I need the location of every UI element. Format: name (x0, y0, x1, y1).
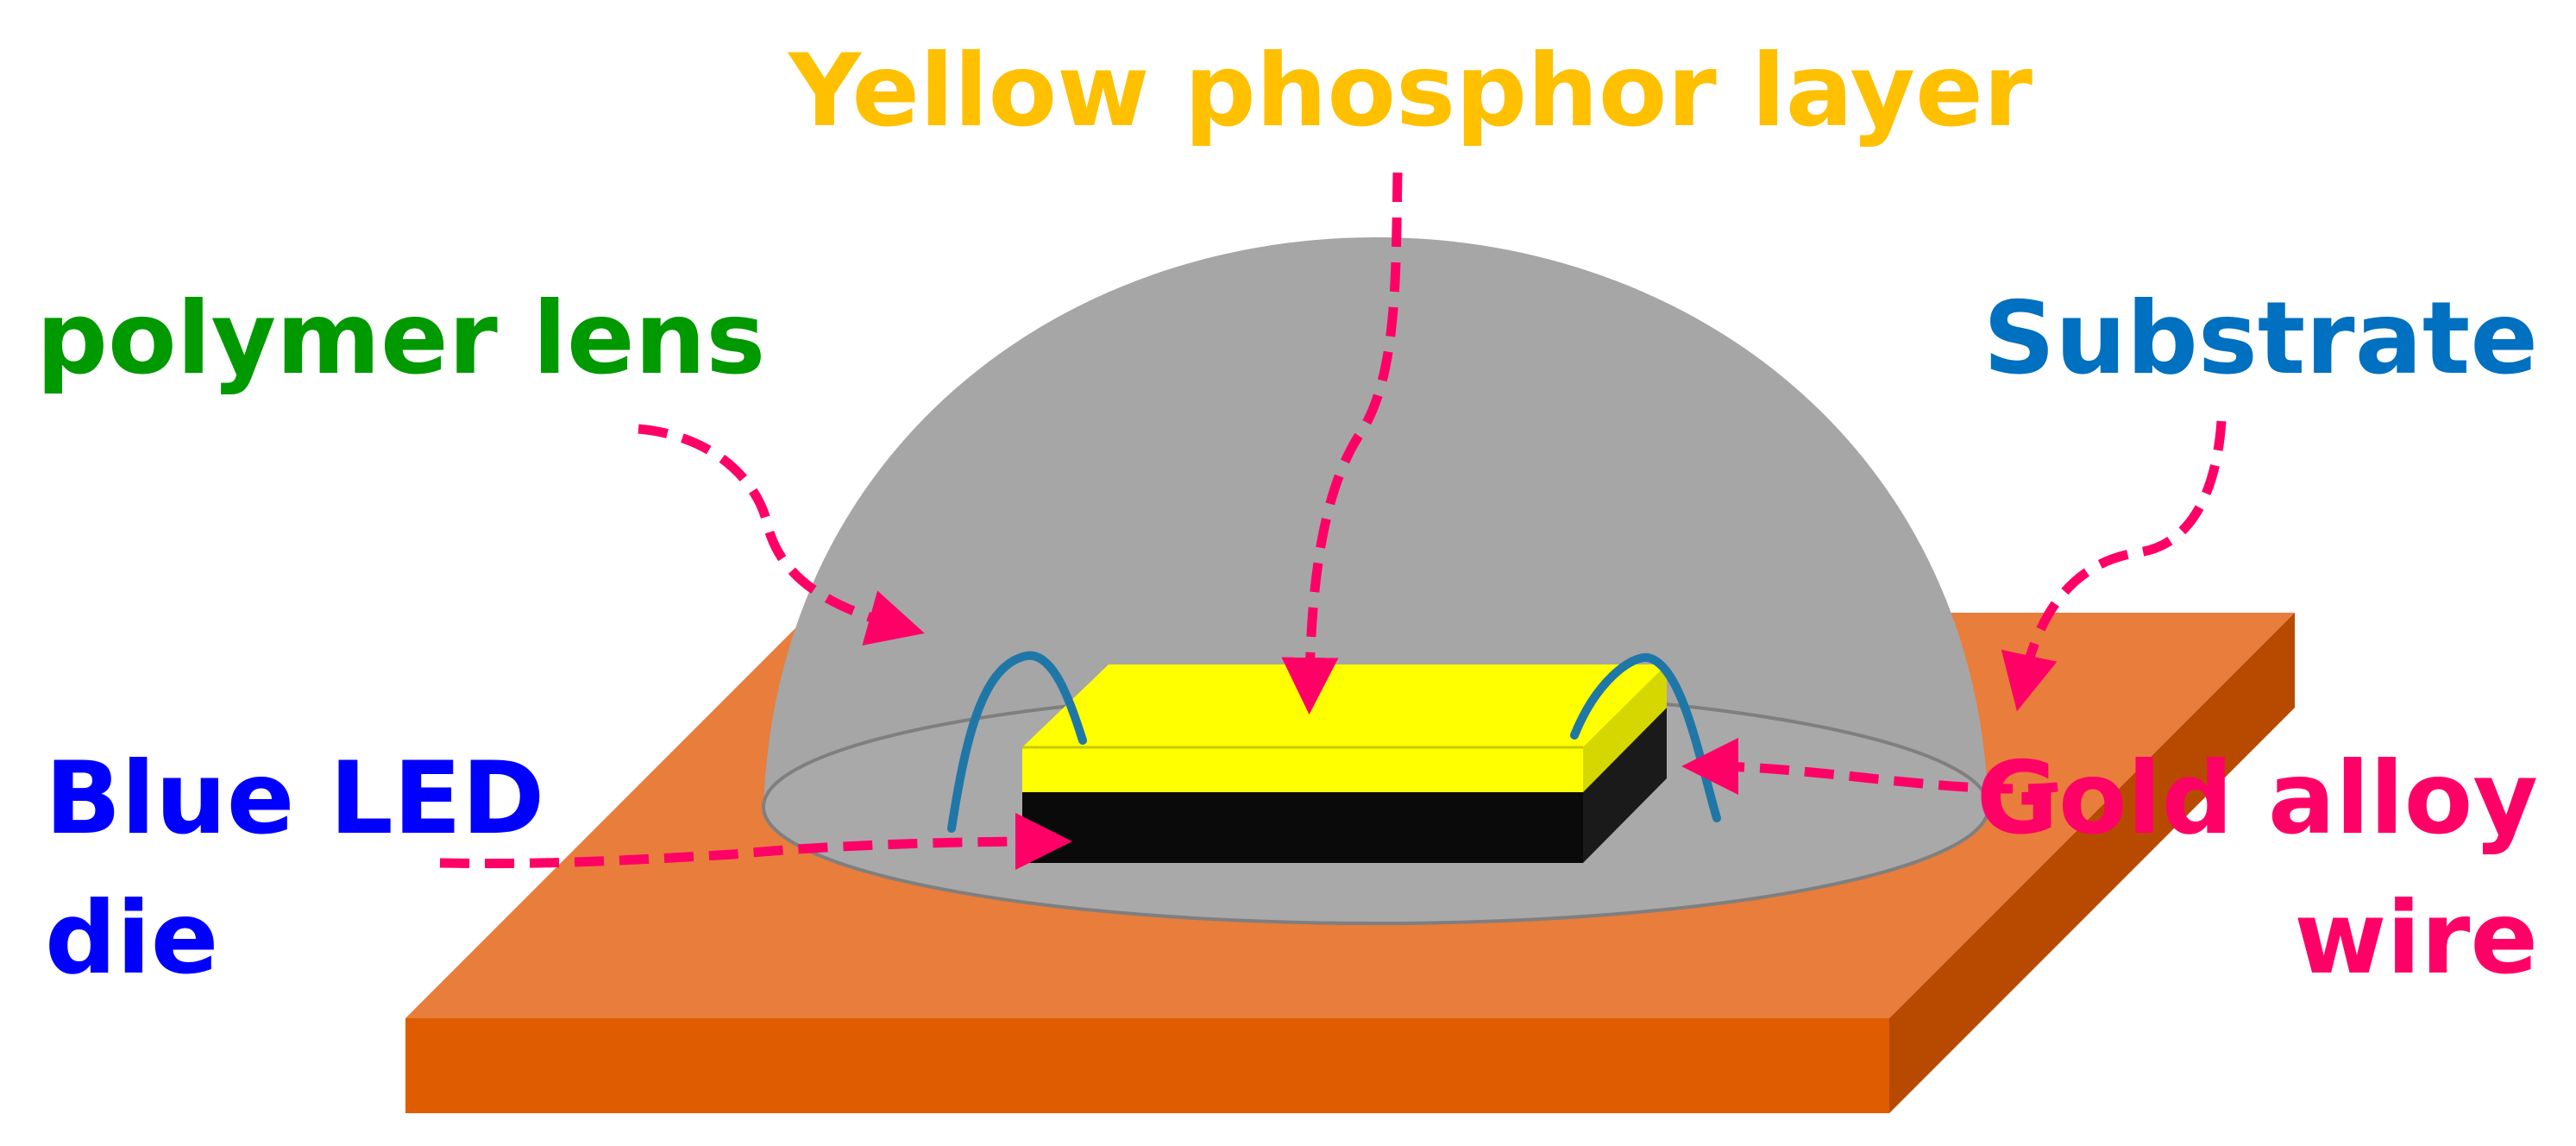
label-gold-alloy-line1: Gold alloy (1976, 740, 2538, 857)
pointer-arrows (439, 172, 2227, 871)
blue-led-arrow (439, 813, 1072, 871)
lens-arrow (638, 424, 925, 645)
label-blue-led-line2: die (45, 880, 218, 997)
substrate-side-face (1889, 613, 2295, 1113)
substrate-arrow (2001, 420, 2227, 712)
label-substrate: Substrate (1983, 280, 2538, 397)
die-front-face (1022, 792, 1583, 863)
labels: Yellow phosphor layer polymer lens Subst… (36, 33, 2538, 997)
phosphor-side-face (1583, 664, 1667, 792)
left-wire (947, 651, 1087, 833)
phosphor-top-face (1022, 664, 1667, 747)
gold-wire-arrow (1681, 738, 2058, 796)
label-polymer-lens: polymer lens (36, 280, 765, 397)
label-blue-led-line1: Blue LED (45, 740, 544, 857)
led-chip (1022, 664, 1667, 863)
phosphor-front-face (1022, 747, 1583, 792)
die-side-face (1583, 708, 1667, 863)
substrate-front-face (405, 1018, 1889, 1113)
phosphor-arrow (1281, 172, 1403, 715)
label-gold-alloy-line2: wire (2294, 880, 2538, 997)
label-yellow-phosphor-layer: Yellow phosphor layer (787, 33, 2033, 149)
